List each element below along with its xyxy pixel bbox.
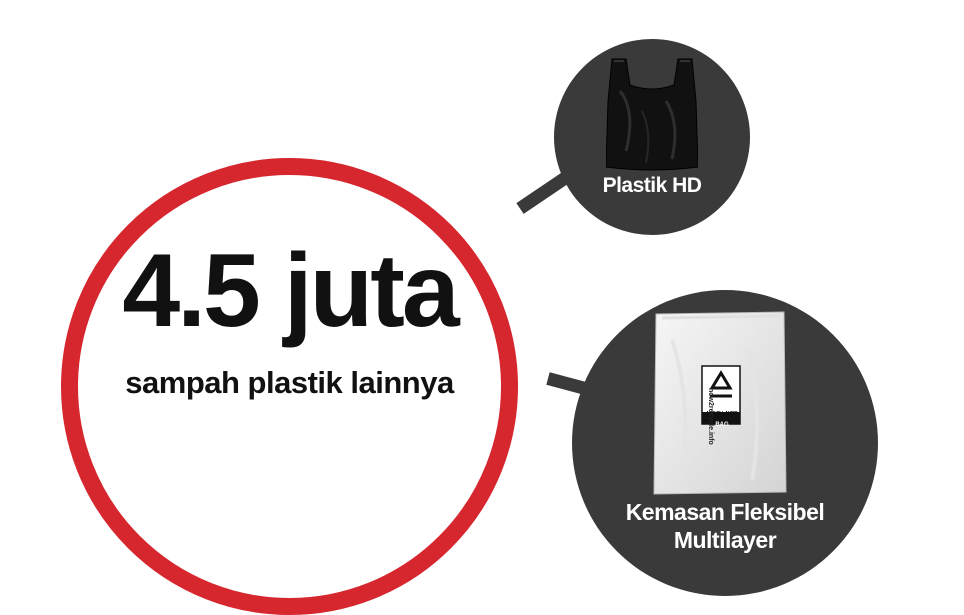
category-label-multilayer-line1: Kemasan Fleksibel [625, 499, 825, 525]
category-label-multilayer: Kemasan Fleksibel Multilayer [572, 498, 878, 554]
bag-label-badge: MULTI-LAYER [702, 402, 742, 420]
category-circle-multilayer: MULTI-LAYER BAG how2recycle.info Kemasan… [572, 290, 878, 596]
bag-badge-bottom-text: BAG [715, 422, 729, 428]
main-stat-subtitle: sampah plastik lainnya [125, 365, 454, 400]
main-stat-circle: 4.5 juta sampah plastik lainnya [61, 158, 518, 615]
main-stat-value: 4.5 juta [122, 233, 459, 349]
bag-badge-top-text: MULTI-LAYER [706, 411, 738, 417]
category-circle-plastik-hd: Plastik HD [554, 39, 750, 235]
bag-side-text: how2recycle.info [704, 388, 722, 445]
black-plastic-bag-icon [606, 58, 698, 171]
category-label-multilayer-line2: Multilayer [673, 527, 777, 554]
category-label-plastik-hd: Plastik HD [602, 174, 702, 197]
bag-side-text-value: how2recycle.info [707, 388, 714, 445]
white-multilayer-bag-icon [653, 311, 787, 495]
bag-label-badge-bottom: BAG [702, 413, 742, 431]
